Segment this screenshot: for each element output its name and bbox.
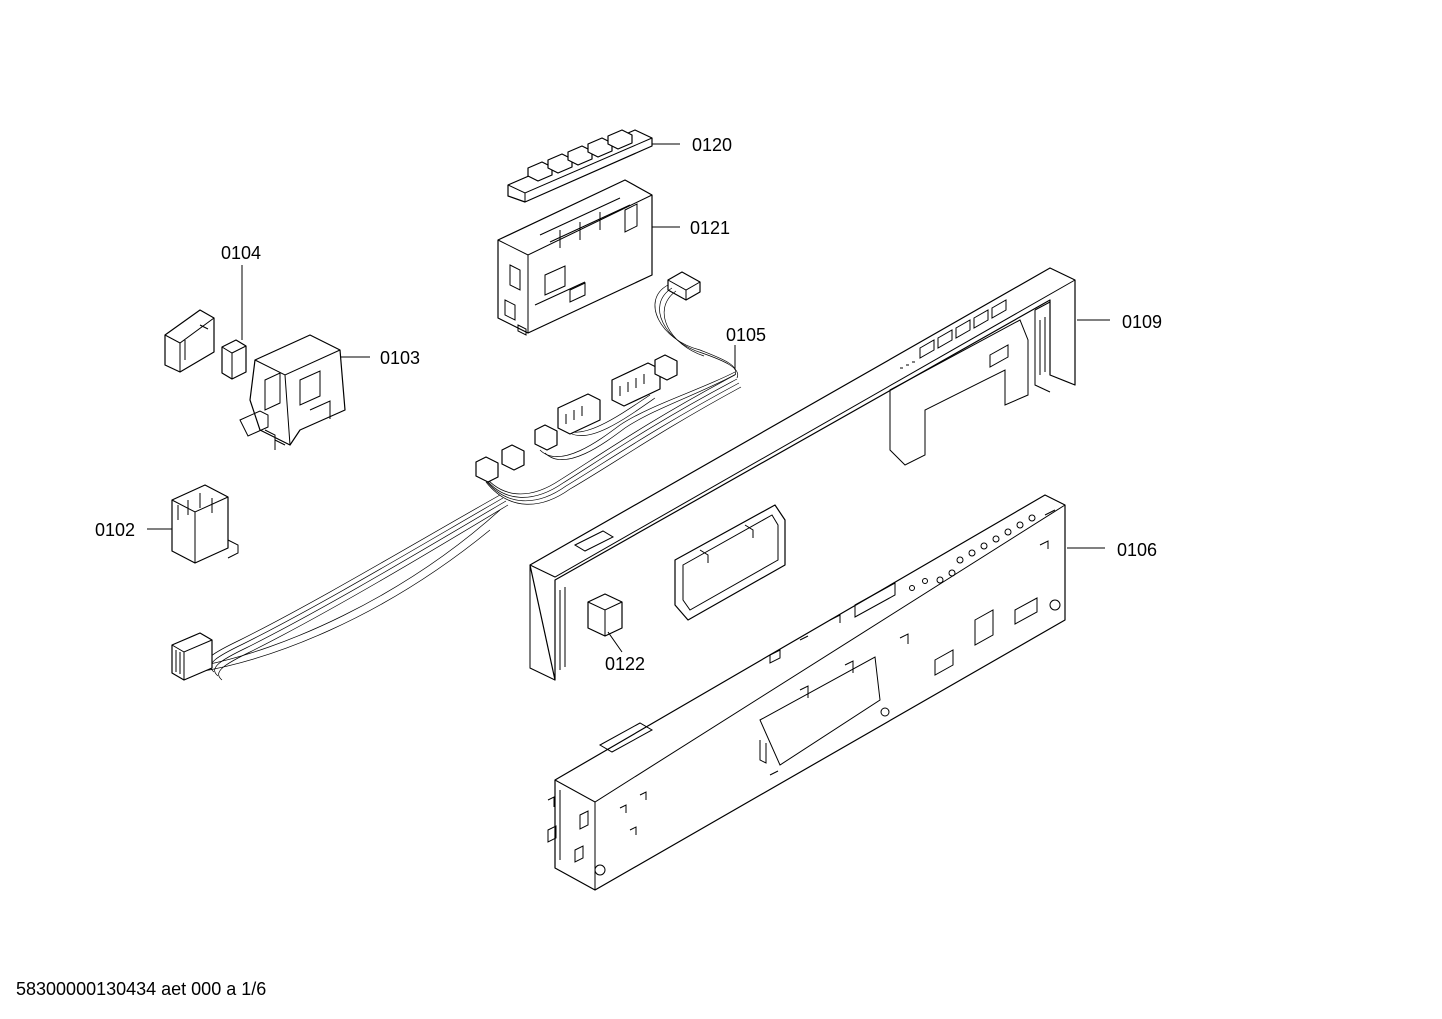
part-0102-relay: [171, 484, 239, 564]
part-0106-rear-panel: [547, 494, 1066, 891]
label-0109: 0109: [1122, 312, 1162, 332]
part-0104-cover-clip: [164, 309, 247, 380]
label-0121: 0121: [690, 218, 730, 238]
part-door-handle: [674, 504, 786, 621]
part-0121-control-module: [497, 179, 653, 336]
part-0105-wiring-harness: [171, 284, 742, 681]
part-0103-bracket: [239, 334, 346, 450]
label-0102: 0102: [95, 520, 135, 540]
label-0103: 0103: [380, 348, 420, 368]
part-0109-panel-frame: [529, 267, 1076, 681]
label-0104: 0104: [221, 243, 261, 263]
part-0122-block: [587, 593, 623, 637]
part-small-plug: [667, 271, 701, 301]
leader-lines: [147, 143, 1110, 653]
label-0106: 0106: [1117, 540, 1157, 560]
label-0105: 0105: [726, 325, 766, 345]
label-0122: 0122: [605, 654, 645, 674]
part-0120-button-strip: [507, 129, 653, 203]
label-0120: 0120: [692, 135, 732, 155]
document-id-footer: 58300000130434 aet 000 a 1/6: [16, 979, 267, 999]
